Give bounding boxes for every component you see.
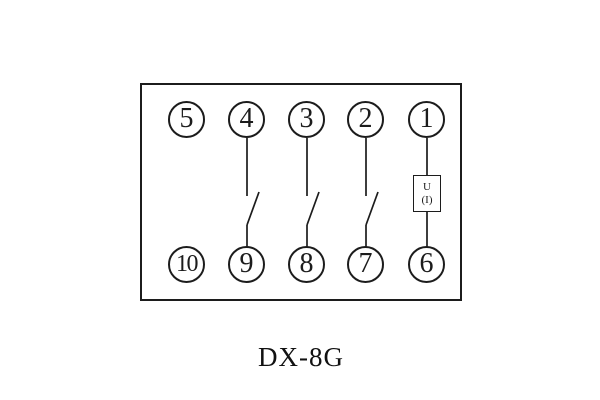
terminal-10: 10 [168,246,205,283]
no-contact-switch-icon [246,138,260,247]
terminal-4: 4 [228,101,265,138]
no-contact-switch-icon [306,138,320,247]
terminal-3: 3 [288,101,325,138]
terminal-9: 9 [228,246,265,283]
measuring-element-box: U (I) [413,175,441,212]
terminal-1: 1 [408,101,445,138]
model-label: DX-8G [258,342,344,372]
terminal-2: 2 [347,101,384,138]
no-contact-switch-icon [365,138,379,247]
device-outline [140,83,462,301]
terminal-5: 5 [168,101,205,138]
terminal-6: 6 [408,246,445,283]
element-label-line1: U [423,180,431,193]
element-label-line2: (I) [421,193,433,206]
terminal-8: 8 [288,246,325,283]
terminal-7: 7 [347,246,384,283]
